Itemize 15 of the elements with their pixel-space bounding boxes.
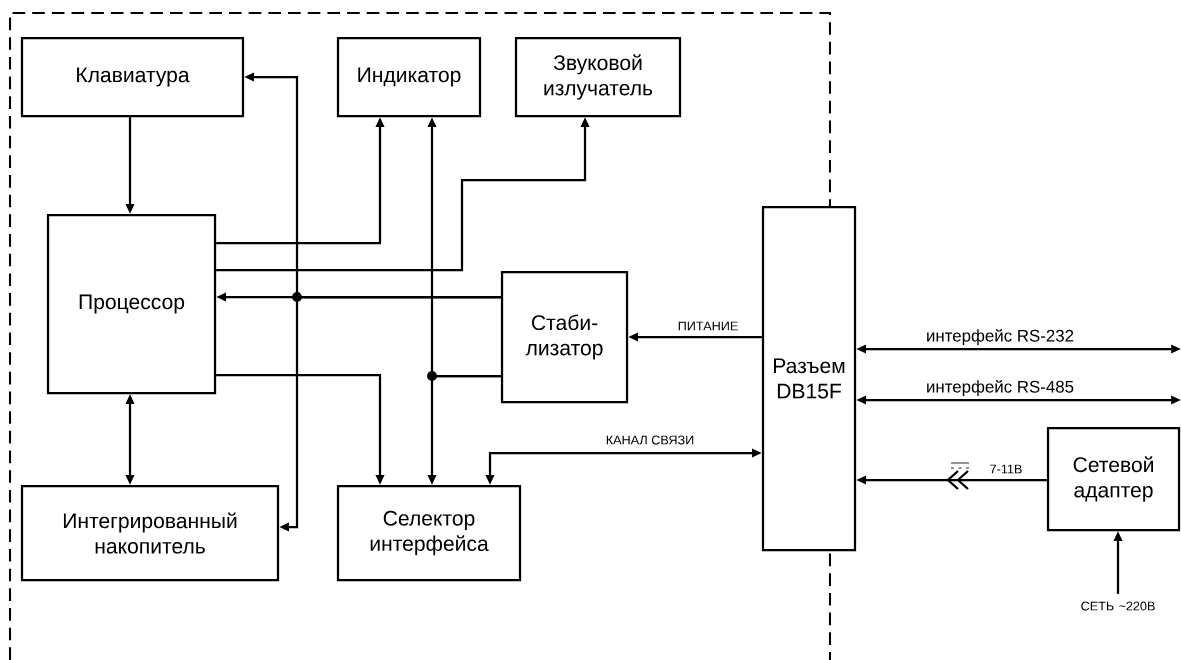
edge-label: ПИТАНИЕ xyxy=(676,320,740,332)
block-box: Стаби- лизатор xyxy=(500,270,629,404)
supply-label: СЕТЬ ~220В xyxy=(1081,601,1155,611)
block-box: Селектор интерфейса xyxy=(336,484,522,582)
edge-label: интерфейс RS-485 xyxy=(924,378,1076,398)
block-box: Звуковой излучатель xyxy=(514,36,682,118)
block-box: Разъем DB15F xyxy=(761,205,857,552)
block-box: Интегрированный накопитель xyxy=(20,484,280,582)
edge-label: 7-11В xyxy=(988,463,1024,475)
block-box: Процессор xyxy=(46,213,217,395)
block-box: Индикатор xyxy=(336,36,482,118)
edge-label: интерфейс RS-232 xyxy=(924,327,1076,347)
block-box: Клавиатура xyxy=(20,36,245,118)
edge-label: КАНАЛ СВЯЗИ xyxy=(604,434,696,446)
block-box: Сетевой адаптер xyxy=(1046,426,1181,532)
